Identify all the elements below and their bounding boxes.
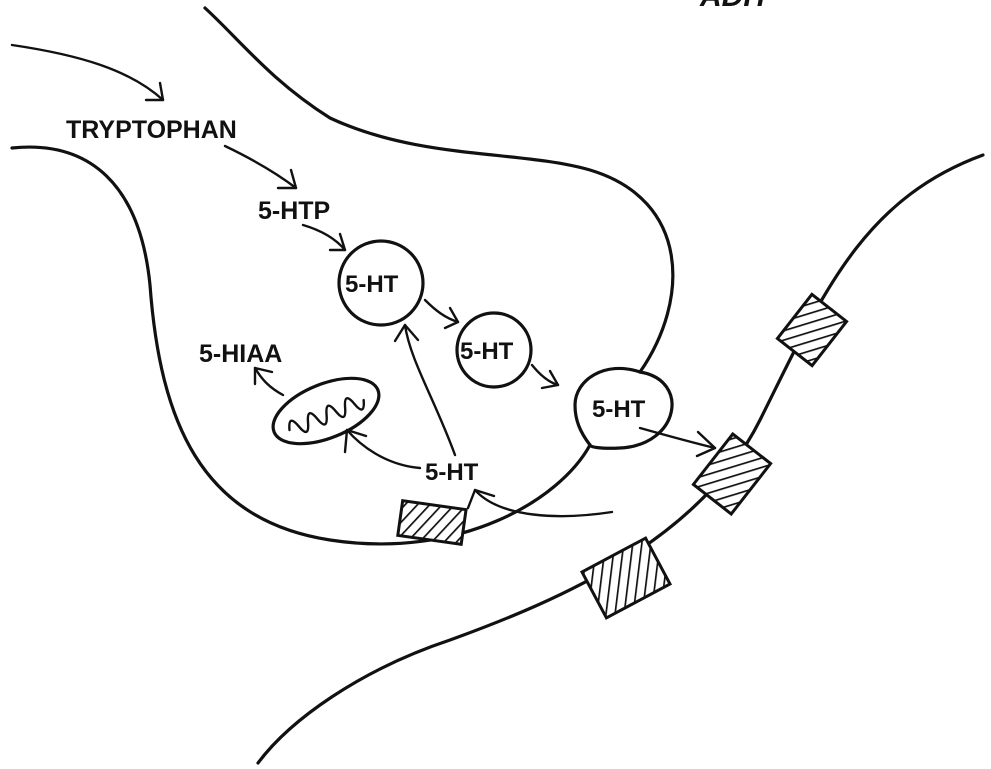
reuptake-transporter	[398, 501, 466, 545]
tryptophan-label: TRYPTOPHAN	[66, 116, 237, 144]
receptor-3	[582, 538, 670, 618]
htp-label: 5-HTP	[258, 197, 330, 225]
postsynaptic-membrane	[258, 155, 983, 763]
receptor-1	[777, 294, 846, 365]
reuptake-serotonin-label: 5-HT	[425, 459, 479, 486]
vesicle-2-to-release-arrow	[532, 365, 558, 385]
top-right-label: ADH	[699, 0, 766, 13]
presynaptic-membrane-upper	[205, 8, 673, 372]
hiaa-label: 5-HIAA	[199, 340, 282, 368]
transporter-uptake-arrowhead	[468, 490, 494, 508]
reuptake-to-mito-arrowhead	[345, 430, 366, 452]
axon-input-arrow	[12, 45, 163, 100]
htp-to-vesicle-arrow	[303, 225, 345, 250]
vesicle-1-label: 5-HT	[345, 271, 399, 298]
tryptophan-to-htp-arrow	[225, 146, 296, 188]
vesicle-2-arrowhead	[542, 371, 558, 388]
released-serotonin-label: 5-HT	[592, 396, 646, 423]
reuptake-to-mito-arrow	[347, 430, 420, 468]
reuptake-to-vesicle-arrow	[405, 325, 455, 455]
mitochondrion	[264, 365, 388, 457]
vesicle-2-label: 5-HT	[460, 338, 514, 365]
